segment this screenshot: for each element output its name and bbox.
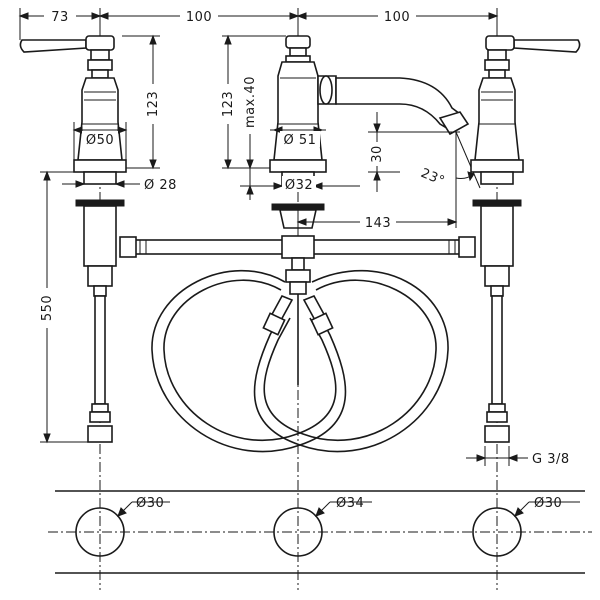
spout-projection-label: 143 (365, 216, 391, 231)
thread-dimension: G 3/8 (466, 446, 570, 467)
right-hole-diameter-label: Ø30 (534, 496, 562, 511)
spout-height-label: 123 (221, 91, 236, 117)
left-valve-height-label: 123 (146, 91, 161, 117)
outlet-height-label: 30 (370, 145, 385, 163)
spout-assembly (269, 35, 470, 236)
spout-dimensions: 123 max.40 Ø 51 Ø32 30 143 23° (220, 34, 481, 231)
right-valve (470, 35, 581, 443)
top-dimension-chain: 73 100 100 (18, 7, 499, 40)
spout-max-height-label: max.40 (243, 76, 258, 128)
left-hole (75, 507, 125, 557)
left-escutcheon-diameter-label: Ø50 (86, 133, 114, 148)
spout-shank-diameter-label: Ø32 (285, 178, 313, 193)
spacing-right-label: 100 (384, 10, 410, 25)
left-hole-diameter-label: Ø30 (136, 496, 164, 511)
mounting-cutouts: Ø30 Ø34 Ø30 (48, 490, 592, 574)
left-valve (19, 35, 127, 443)
center-hole-diameter-label: Ø34 (336, 496, 364, 511)
spout-escutcheon-diameter-label: Ø 51 (284, 133, 317, 148)
flexible-hoses (151, 269, 449, 453)
central-y-connector (262, 257, 334, 385)
right-hole (472, 507, 522, 557)
connecting-pipe (119, 235, 476, 259)
spout-angle-label: 23° (418, 166, 446, 189)
connection-thread-label: G 3/8 (532, 452, 570, 467)
left-shank-diameter-label: Ø 28 (144, 178, 177, 193)
shank-length-label: 550 (40, 295, 55, 321)
spacing-left-label: 100 (186, 10, 212, 25)
handle-spread-label: 73 (51, 10, 69, 25)
left-valve-dimensions: 123 Ø50 Ø 28 550 (39, 34, 177, 444)
center-hole (273, 507, 323, 557)
